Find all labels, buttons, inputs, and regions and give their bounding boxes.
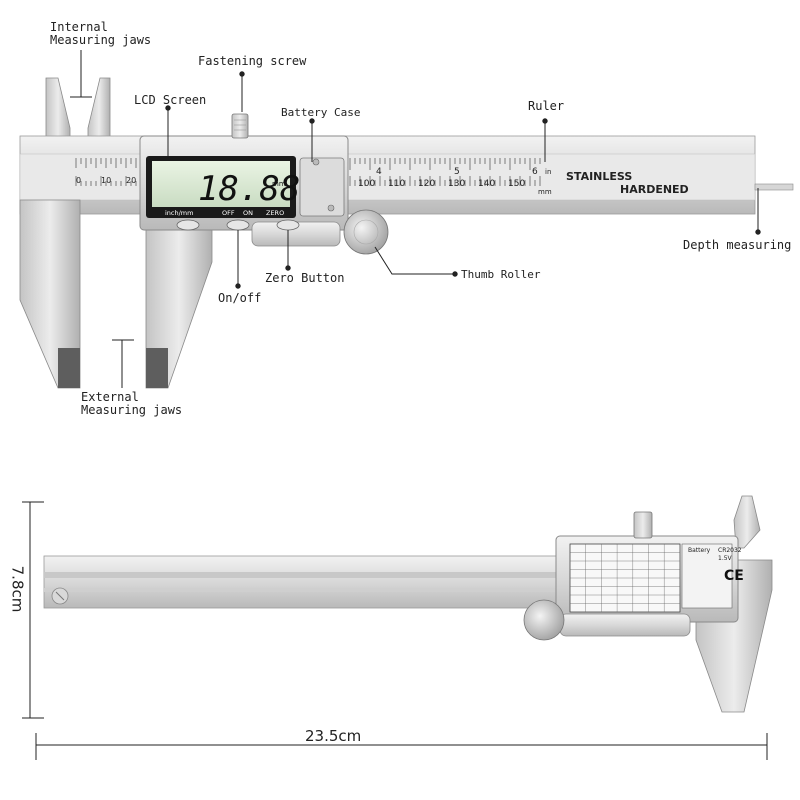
ce-mark: CE xyxy=(724,568,744,584)
mm-number-right: 130 xyxy=(448,179,465,189)
depth-rod xyxy=(754,183,794,191)
scale-unit-mm: mm xyxy=(538,188,552,196)
battery-case[interactable] xyxy=(299,157,345,217)
mm-number-right: 140 xyxy=(478,179,495,189)
mm-number-right: 100 xyxy=(358,179,375,189)
label-external-jaws-line2: Measuring jaws xyxy=(81,403,183,417)
label-internal-jaws-line2: Measuring jaws xyxy=(50,33,152,47)
back-battery-cover xyxy=(681,543,733,609)
dimension-height-label: 7.8cm xyxy=(8,565,27,613)
lcd-reading: 18.88 xyxy=(198,169,300,209)
zero-button[interactable] xyxy=(276,219,300,231)
external-jaw-tip-fixed xyxy=(58,348,80,388)
leader-lines xyxy=(70,50,761,388)
internal-jaw-fixed xyxy=(45,77,71,139)
on-off-button[interactable] xyxy=(226,219,250,231)
beam-text-stainless: STAINLESS xyxy=(566,170,632,183)
thumb-roller[interactable] xyxy=(343,209,389,255)
beam-text-hardened: HARDENED xyxy=(620,183,689,196)
top-caliper: 0 10 20 100 110 120 130 140 150 4 5 6 in mm 18.88 mm… xyxy=(19,50,794,389)
label-zero-button: Zero Button xyxy=(265,271,345,285)
label-battery-case: Battery Case xyxy=(281,106,361,119)
scale-left: 0 10 20 xyxy=(75,158,142,186)
conversion-table-grid xyxy=(570,544,680,612)
label-ruler: Ruler xyxy=(528,99,565,113)
label-fastening-screw: Fastening screw xyxy=(198,54,307,68)
inch-number: 4 xyxy=(376,167,382,177)
label-on-off: On/off xyxy=(218,291,262,305)
external-jaw-tip-moving xyxy=(146,348,168,388)
label-lcd-screen: LCD Screen xyxy=(134,93,207,107)
mm-number-right: 150 xyxy=(508,179,525,189)
lcd-unit: mm xyxy=(272,180,286,188)
lcd-screen xyxy=(152,161,290,207)
mm-number-right: 110 xyxy=(388,179,405,189)
label-external-jaws: External Measuring jaws xyxy=(81,391,182,417)
button-label: inch/mm xyxy=(165,209,193,217)
scale-right: 100 110 120 130 140 150 4 5 6 in mm xyxy=(349,158,552,196)
mm-number-left: 10 xyxy=(101,176,111,185)
button-labels: inch/mm OFF ON ZERO xyxy=(165,209,284,217)
mm-number-left: 0 xyxy=(76,176,81,185)
button-label: ON xyxy=(243,209,253,217)
button-label: OFF xyxy=(222,209,235,217)
back-fastening-screw xyxy=(633,511,653,539)
back-thumb-roller xyxy=(523,599,565,641)
mm-number-left: 20 xyxy=(126,176,136,185)
back-beam xyxy=(43,555,595,609)
dimension-lines xyxy=(22,501,768,760)
inch-number: 5 xyxy=(454,167,460,177)
label-thumb-roller: Thumb Roller xyxy=(461,268,541,281)
dimension-width-label: 23.5cm xyxy=(305,727,362,745)
label-internal-jaws-line1: Internal xyxy=(50,20,108,34)
inch-mm-button[interactable] xyxy=(176,219,200,231)
bottom-caliper: Battery CR2032 1.5V CE xyxy=(43,495,773,713)
back-label-model: CR2032 xyxy=(718,547,742,554)
label-external-jaws-line1: External xyxy=(81,390,139,404)
scale-unit-in: in xyxy=(545,168,551,176)
back-label-battery: Battery xyxy=(688,547,711,554)
label-internal-jaws: Internal Measuring jaws xyxy=(50,21,151,47)
mm-number-right: 120 xyxy=(418,179,435,189)
inch-number: 6 xyxy=(532,167,538,177)
label-depth-measuring: Depth measuring xyxy=(683,238,792,252)
back-label-voltage: 1.5V xyxy=(718,555,733,562)
button-label: ZERO xyxy=(266,209,284,217)
internal-jaw-moving xyxy=(87,77,111,139)
fastening-screw[interactable] xyxy=(231,113,249,139)
